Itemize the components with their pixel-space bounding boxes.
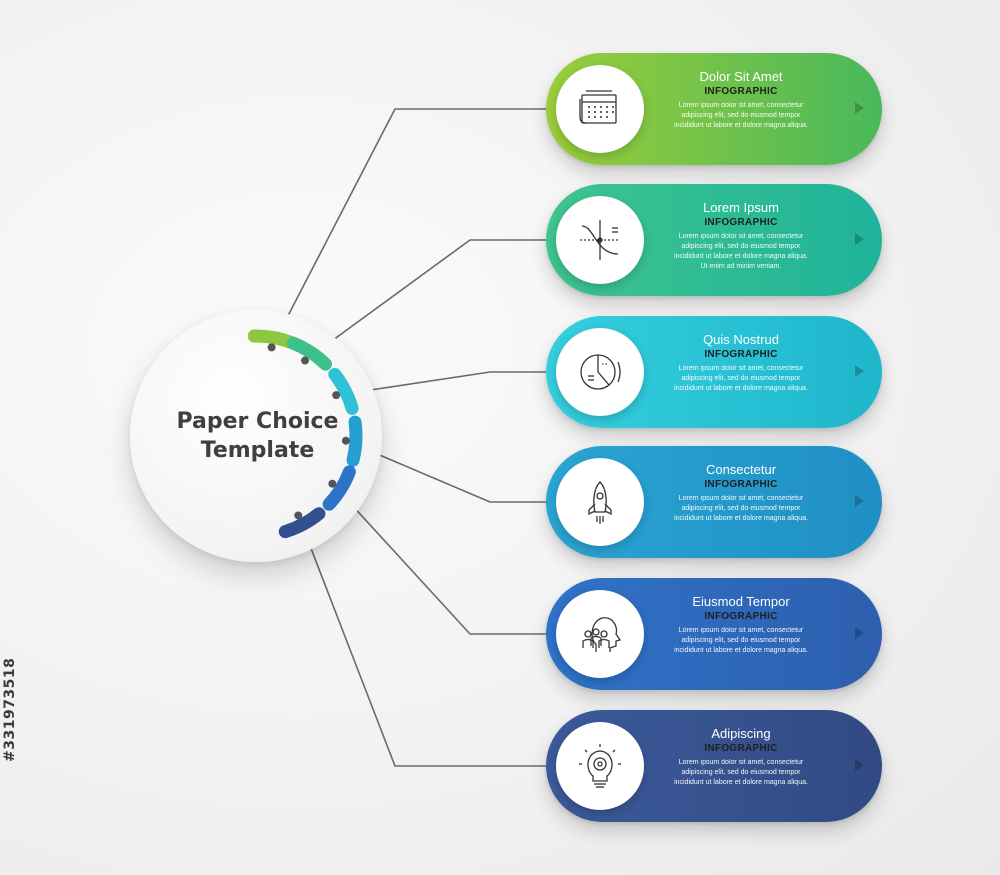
option-card-2[interactable]: Lorem Ipsum INFOGRAPHIC Lorem ipsum dolo… — [546, 184, 882, 296]
card-title: Dolor Sit Amet — [699, 69, 783, 84]
card-title: Eiusmod Tempor — [692, 594, 790, 609]
hub-title-line1: Paper Choice — [176, 409, 339, 434]
option-card-1[interactable]: Dolor Sit Amet INFOGRAPHIC Lorem ipsum d… — [546, 53, 882, 165]
connector-line-4 — [345, 439, 548, 503]
pie-chart-icon — [556, 328, 644, 416]
hub-segment-3 — [328, 367, 359, 415]
connector-dot-2 — [301, 356, 310, 365]
hub-segment-6 — [278, 507, 326, 539]
hub-segment-4 — [346, 415, 363, 467]
card-subtitle: INFOGRAPHIC — [704, 611, 778, 622]
play-arrow-icon[interactable] — [855, 233, 864, 245]
card-subtitle: INFOGRAPHIC — [704, 217, 778, 228]
connector-dot-3 — [332, 391, 341, 400]
connector-line-6 — [297, 515, 548, 767]
card-title: Consectetur — [705, 462, 777, 477]
option-card-5[interactable]: Eiusmod Tempor INFOGRAPHIC Lorem ipsum d… — [546, 578, 882, 690]
connector-line-2 — [304, 239, 548, 362]
connector-dot-4 — [341, 436, 350, 445]
card-description: Lorem ipsum dolor sit amet, consectetur … — [674, 759, 808, 786]
card-subtitle: INFOGRAPHIC — [704, 86, 778, 97]
card-subtitle: INFOGRAPHIC — [704, 743, 778, 754]
card-description: Lorem ipsum dolor sit amet, consectetur … — [674, 627, 808, 654]
option-card-4[interactable]: Consectetur INFOGRAPHIC Lorem ipsum dolo… — [546, 446, 882, 558]
connector-line-1 — [270, 108, 548, 348]
card-description: Lorem ipsum dolor sit amet, consectetur … — [674, 495, 808, 522]
lightbulb-gear-icon — [556, 722, 644, 810]
card-title: Adipiscing — [711, 726, 771, 741]
hub-title-line2: Template — [200, 438, 315, 463]
card-description: Lorem ipsum dolor sit amet, consectetur … — [674, 102, 808, 129]
play-arrow-icon[interactable] — [855, 627, 864, 639]
stock-id-watermark: #331973518 — [2, 657, 18, 762]
connector-dot-6 — [294, 511, 303, 520]
option-card-6[interactable]: Adipiscing INFOGRAPHIC Lorem ipsum dolor… — [546, 710, 882, 822]
card-title: Lorem Ipsum — [703, 200, 779, 215]
hub-segment-2 — [286, 336, 332, 371]
rocket-icon — [556, 458, 644, 546]
connector-line-3 — [336, 371, 548, 396]
play-arrow-icon[interactable] — [855, 365, 864, 377]
play-arrow-icon[interactable] — [855, 102, 864, 114]
graph-curve-icon — [556, 196, 644, 284]
card-title: Quis Nostrud — [703, 332, 779, 347]
hub-segment-1 — [247, 329, 299, 350]
connector-dot-5 — [328, 479, 337, 488]
card-description: Lorem ipsum dolor sit amet, consectetur … — [674, 233, 808, 270]
team-head-icon — [556, 590, 644, 678]
card-description: Lorem ipsum dolor sit amet, consectetur … — [674, 365, 808, 392]
connector-line-5 — [331, 483, 548, 635]
calendar-icon — [556, 65, 644, 153]
play-arrow-icon[interactable] — [855, 759, 864, 771]
card-subtitle: INFOGRAPHIC — [704, 479, 778, 490]
option-card-3[interactable]: Quis Nostrud INFOGRAPHIC Lorem ipsum dol… — [546, 316, 882, 428]
play-arrow-icon[interactable] — [855, 495, 864, 507]
hub-title: Paper Choice Template — [155, 407, 360, 465]
connector-dot-1 — [267, 343, 276, 352]
hub-segment-5 — [322, 465, 356, 511]
card-subtitle: INFOGRAPHIC — [704, 349, 778, 360]
central-hub-circle — [130, 310, 382, 562]
